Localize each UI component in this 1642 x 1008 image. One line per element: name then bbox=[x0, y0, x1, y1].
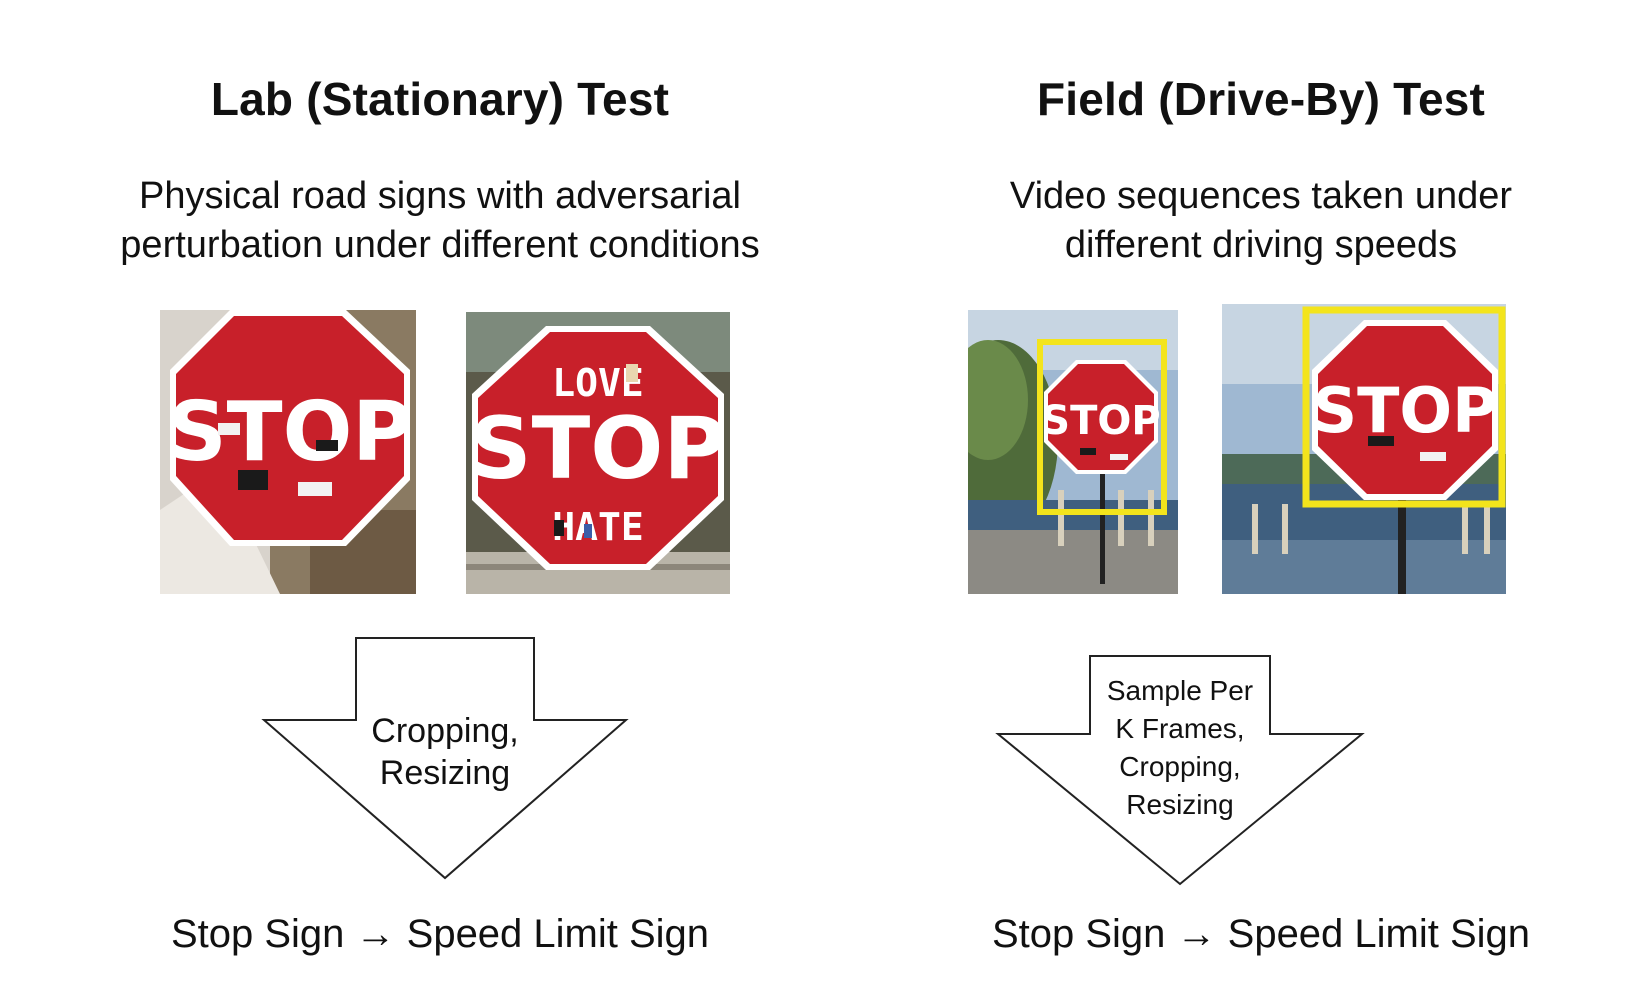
field-processing-arrow: Sample Per K Frames, Cropping, Resizing bbox=[994, 654, 1366, 886]
field-arrow-label: Sample Per K Frames, Cropping, Resizing bbox=[994, 672, 1366, 824]
field-arrow-label-line-3: Cropping, bbox=[1119, 751, 1241, 782]
lab-arrow-label-line-1: Cropping, bbox=[371, 712, 519, 750]
field-arrow-label-line-4: Resizing bbox=[1126, 789, 1234, 820]
lab-photo-love-hate-sign: LOVE STOP HATE bbox=[466, 312, 730, 594]
field-photo-frame-far: STOP bbox=[968, 310, 1178, 594]
lab-description-line-1: Physical road signs with adversarial bbox=[139, 175, 741, 217]
lab-photo-1-sign-text: STOP bbox=[168, 385, 413, 480]
field-description-line-2: different driving speeds bbox=[1064, 224, 1458, 266]
field-result-text: Stop Sign → Speed Limit Sign bbox=[991, 912, 1531, 956]
lab-test-panel: Lab (Stationary) Test Physical road sign… bbox=[0, 73, 880, 956]
field-photo-frame-near: STOP bbox=[1222, 304, 1506, 594]
lab-arrow-label: Cropping, Resizing bbox=[260, 710, 630, 794]
lab-test-title: Lab (Stationary) Test bbox=[210, 73, 670, 125]
lab-test-description: Physical road signs with adversarial per… bbox=[0, 172, 880, 270]
field-description-line-1: Video sequences taken under bbox=[1009, 175, 1513, 217]
lab-photo-stop-sign-stickers: STOP bbox=[160, 310, 416, 594]
field-test-title: Field (Drive-By) Test bbox=[1036, 73, 1486, 125]
field-test-description: Video sequences taken under different dr… bbox=[880, 172, 1642, 270]
lab-photo-2-middle-text: STOP bbox=[470, 399, 727, 499]
lab-photo-2-bottom-text: HATE bbox=[552, 505, 644, 549]
lab-arrow-label-line-2: Resizing bbox=[379, 754, 511, 792]
field-arrow-label-line-2: K Frames, bbox=[1115, 713, 1245, 744]
lab-description-line-2: perturbation under different conditions bbox=[120, 224, 760, 266]
lab-result-text: Stop Sign → Speed Limit Sign bbox=[170, 912, 710, 956]
field-photo-2-sign-text: STOP bbox=[1312, 374, 1497, 447]
field-arrow-label-line-1: Sample Per bbox=[1106, 675, 1254, 706]
lab-processing-arrow: Cropping, Resizing bbox=[260, 636, 630, 880]
field-photo-1-sign-text: STOP bbox=[1041, 398, 1160, 444]
field-test-panel: Field (Drive-By) Test Video sequences ta… bbox=[880, 0, 1642, 1008]
